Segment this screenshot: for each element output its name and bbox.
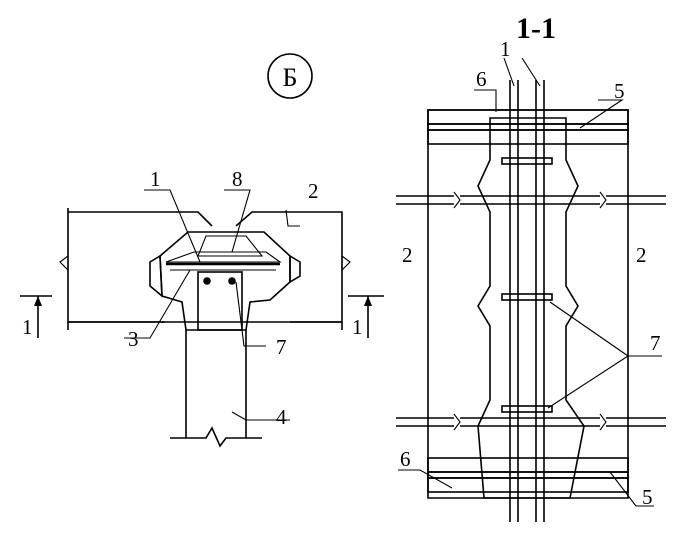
leader-s6-top bbox=[474, 89, 497, 112]
plate-mid bbox=[501, 293, 553, 301]
callout-3: 3 bbox=[128, 327, 139, 351]
section-joint-concrete bbox=[477, 117, 585, 499]
section-callout-6-top: 6 bbox=[476, 67, 487, 91]
section-callout-5-top: 5 bbox=[614, 79, 625, 103]
joint-concrete bbox=[159, 231, 291, 331]
callout-1: 1 bbox=[150, 167, 161, 191]
sealant-layer bbox=[165, 251, 282, 263]
callout-8: 8 bbox=[232, 167, 243, 191]
break-bl bbox=[453, 413, 461, 431]
section-callout-1: 1 bbox=[500, 37, 511, 61]
notch-right bbox=[289, 254, 301, 284]
section-callout-7: 7 bbox=[650, 331, 661, 355]
bottom-layer-6 bbox=[427, 457, 629, 473]
leader-4 bbox=[231, 411, 290, 421]
leader-2 bbox=[285, 209, 300, 227]
section-callout-5-bottom: 5 bbox=[642, 485, 653, 509]
hbar-bot-mid bbox=[460, 417, 600, 427]
section-mark-left-label: 1 bbox=[22, 315, 33, 339]
bottom-layer-gap bbox=[427, 471, 629, 479]
leader-s6-bot bbox=[398, 469, 453, 489]
hbar-top-left bbox=[396, 195, 454, 205]
leader-s1 bbox=[503, 57, 541, 87]
joint-hatch bbox=[197, 235, 264, 257]
slab-left bbox=[59, 208, 213, 330]
leader-3 bbox=[124, 269, 191, 339]
top-layer-gap bbox=[427, 123, 629, 131]
leader-7 bbox=[235, 281, 266, 347]
section-mark-right-label: 1 bbox=[352, 315, 363, 339]
hbar-bot-left bbox=[396, 417, 454, 427]
callout-2: 2 bbox=[308, 179, 319, 203]
leader-8 bbox=[224, 189, 251, 253]
rebar-left bbox=[509, 80, 519, 522]
leader-s5-top bbox=[579, 99, 624, 129]
panels-hatched bbox=[427, 109, 629, 499]
detail-b: Б bbox=[20, 53, 384, 448]
hbar-top-mid bbox=[460, 195, 600, 205]
section-callout-2-right: 2 bbox=[636, 243, 647, 267]
callout-7: 7 bbox=[276, 335, 287, 359]
section-1-1: 1-1 bbox=[396, 12, 666, 522]
top-layer-6 bbox=[427, 109, 629, 125]
rebar-dot-1 bbox=[203, 277, 211, 285]
plate-top bbox=[501, 157, 553, 165]
section-mark-right: 1 bbox=[348, 295, 384, 339]
section-callout-2-left: 2 bbox=[402, 243, 413, 267]
leader-s7 bbox=[547, 301, 662, 409]
plate-bottom bbox=[501, 405, 553, 413]
leader-s5-bot bbox=[609, 471, 654, 507]
rebar-right bbox=[535, 80, 545, 522]
break-tl bbox=[453, 191, 461, 209]
section-title: 1-1 bbox=[516, 12, 556, 45]
detail-marker-label: Б bbox=[283, 63, 298, 92]
column bbox=[170, 330, 262, 448]
section-mark-left: 1 bbox=[20, 295, 52, 339]
detail-marker-circle bbox=[267, 53, 313, 99]
break-br bbox=[599, 413, 607, 431]
callout-4: 4 bbox=[276, 405, 287, 429]
top-layer-5 bbox=[427, 129, 629, 145]
rebar-dot-2 bbox=[228, 277, 236, 285]
break-tr bbox=[599, 191, 607, 209]
hbar-top-right bbox=[606, 195, 666, 205]
leader-1 bbox=[144, 189, 201, 263]
bottom-layer-5 bbox=[427, 477, 629, 493]
slab-right bbox=[235, 211, 351, 330]
hbar-bot-right bbox=[606, 417, 666, 427]
joint-core bbox=[197, 271, 243, 331]
section-callout-6-bottom: 6 bbox=[400, 447, 411, 471]
notch-left bbox=[149, 254, 163, 298]
